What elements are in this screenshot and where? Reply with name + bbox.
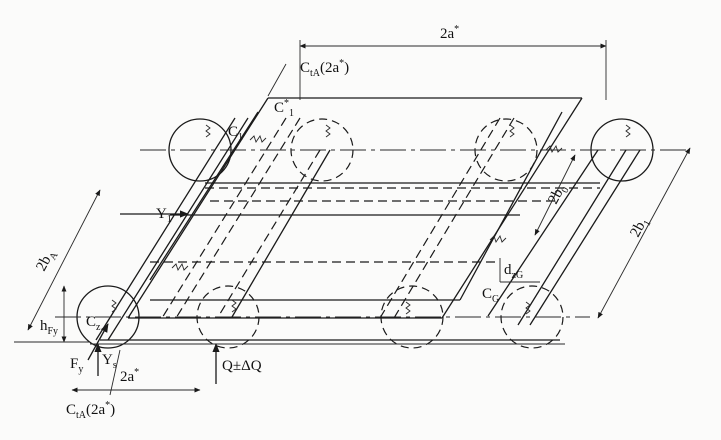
label-c-top: CtA(2a*) [300,58,349,79]
label-cz: Cz [86,314,101,333]
label-c1: C1 [228,124,243,143]
label-dim-bottom: 2a* [120,367,139,385]
label-2b1: 2b1 [627,215,653,242]
label-hfy: hFy [40,318,58,337]
force-arrow-ys [87,323,109,361]
label-c-bottom: CtA(2a*) [66,400,115,421]
dim-top-2a [299,40,607,100]
dim-dzG [499,258,540,283]
dim-2bA [27,189,101,331]
spring-symbols [111,124,631,315]
label-dim-top: 2a* [440,24,459,42]
label-c1-star: C*1 [274,98,294,119]
label-fy: Fy [70,356,83,375]
label-2bA: 2bA [33,246,61,275]
label-2b0: 2b0 [545,182,571,209]
dim-2b0 [534,154,576,236]
frame-rails [90,182,600,345]
leader-c-top [267,63,287,97]
dim-hFy [14,285,90,343]
label-q-load: Q±ΔQ [222,358,262,374]
dim-2b1 [597,147,691,319]
label-cg: CG [482,286,499,305]
label-dzg: dzG [504,262,523,281]
car-body-outline [127,97,583,319]
side-frame-left [95,117,331,341]
side-frame-right [379,111,641,326]
label-ys: Ys [102,352,117,371]
leader-c-bottom [109,349,121,396]
label-y1: Y1 [156,206,172,225]
